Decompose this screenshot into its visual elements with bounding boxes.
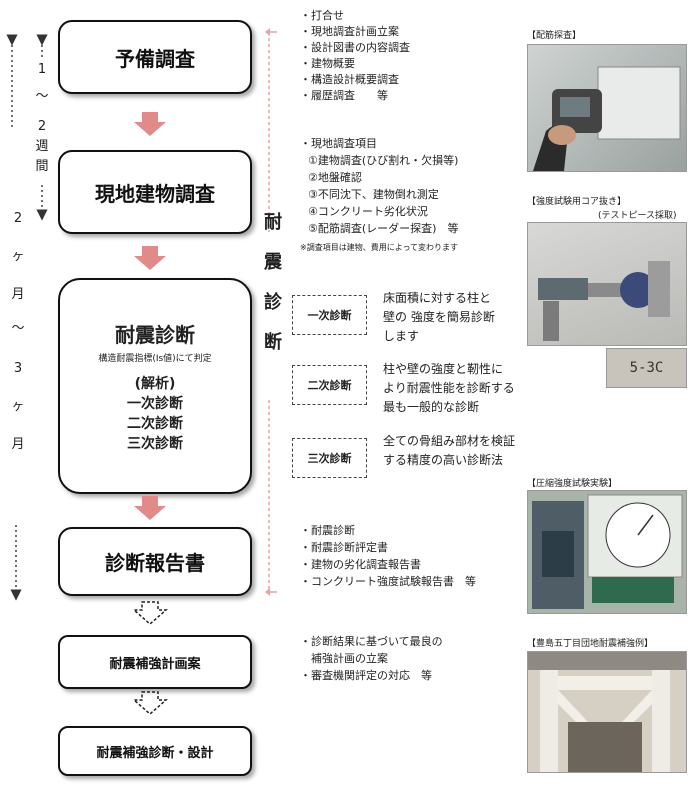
flow-arrow-dashed xyxy=(132,601,168,625)
flow-arrow xyxy=(134,112,166,136)
list-item: ・設計図書の内容調査 xyxy=(300,41,410,54)
list-item: ④コンクリート劣化状況 xyxy=(308,205,428,218)
level-1-description: 床面積に対する柱と 壁の 強度を簡易診断 します xyxy=(383,289,495,346)
timeline-char: 週 xyxy=(35,139,49,154)
photo-label: 【強度試験用コア抜き】 xyxy=(527,197,627,207)
diagnosis-level-1: 一次診断 xyxy=(127,395,183,412)
timeline-char: 間 xyxy=(35,159,49,174)
plan-list: ・診断結果に基づいて最良の 補強計画の立案 ・審査機関評定の対応 等 xyxy=(300,633,443,684)
step-seismic-diagnosis: 耐震診断 構造耐震指標(Is値)にて判定 (解析) 一次診断 二次診断 三次診断 xyxy=(58,278,252,494)
retrofit-example-photo xyxy=(527,651,687,773)
photo-sublabel: (テストピース採取) xyxy=(598,211,677,221)
flow-arrow-dashed xyxy=(132,691,168,715)
desc-line: 最も一般的な診断 xyxy=(383,400,480,414)
prelim-task-list: ・打合せ ・現地調査計画立案 ・設計図書の内容調査 ・建物概要 ・構造設計概要調… xyxy=(300,8,410,104)
flow-arrow xyxy=(134,246,166,270)
desc-line: 床面積に対する柱と xyxy=(383,291,492,305)
list-item: ・コンクリート強度試験報告書 等 xyxy=(300,575,476,588)
level-name: 三次診断 xyxy=(307,452,352,465)
timeline-char: 〜 xyxy=(35,89,49,104)
photo-label: 【豊島五丁目団地耐震補強例】 xyxy=(527,639,654,649)
level-name: 二次診断 xyxy=(307,379,352,392)
rebar-scan-photo xyxy=(527,44,687,172)
step-label: 診断報告書 xyxy=(105,551,205,575)
diagnosis-level-3: 三次診断 xyxy=(127,435,183,452)
photo-label: 【配筋探査】 xyxy=(527,31,582,41)
level-3-box: 三次診断 xyxy=(292,438,367,478)
list-item: ・履歴調査 等 xyxy=(300,89,388,102)
step-label: 現地建物調査 xyxy=(95,181,215,206)
list-item: ・建物概要 xyxy=(300,57,355,70)
step-label: 耐震補強計画案 xyxy=(109,656,201,672)
retrofit-brace-illustration xyxy=(528,652,686,772)
site-survey-list: ・現地調査項目 ①建物調査(ひび割れ・欠損等) ②地盤確認 ③不同沈下、建物倒れ… xyxy=(300,135,458,237)
step-label: 予備調査 xyxy=(115,46,195,71)
desc-line: 全ての骨組み部材を検証 xyxy=(383,434,516,448)
desc-line: する精度の高い診断法 xyxy=(383,453,504,467)
step-retrofit-plan: 耐震補強計画案 xyxy=(58,635,252,689)
step-diagnosis-report: 診断報告書 xyxy=(58,527,252,596)
list-item: 補強計画の立案 xyxy=(300,652,388,665)
timeline-char: 2 xyxy=(37,119,47,134)
diagnosis-analysis: (解析) xyxy=(134,375,176,392)
list-item: ・現地調査計画立案 xyxy=(300,25,399,38)
site-survey-note: ※調査項目は建物、費用によって変わります xyxy=(300,243,459,252)
vertical-char: 断 xyxy=(264,332,282,353)
list-item: ③不同沈下、建物倒れ測定 xyxy=(308,188,439,201)
desc-line: します xyxy=(383,329,420,343)
diagnosis-title: 耐震診断 xyxy=(115,322,195,347)
connector-bracket xyxy=(265,28,277,596)
timeline-char: 1 xyxy=(37,62,47,77)
list-item: ・建物の劣化調査報告書 xyxy=(300,558,421,571)
rebar-scan-illustration xyxy=(533,66,681,171)
timeline-arrows xyxy=(6,34,48,601)
timeline-char: 月 xyxy=(11,437,25,452)
vertical-char: 耐 xyxy=(264,212,282,233)
desc-line: 柱や壁の強度と靭性に xyxy=(383,362,504,376)
step-retrofit-design: 耐震補強診断・設計 xyxy=(58,726,252,776)
list-item: ・耐震診断 xyxy=(300,524,355,537)
timeline-char: 3 xyxy=(13,361,23,376)
list-heading: ・現地調査項目 xyxy=(300,137,377,150)
diagnosis-subtitle: 構造耐震指標(Is値)にて判定 xyxy=(98,353,212,364)
level-2-description: 柱や壁の強度と靭性に より耐震性能を診断する 最も一般的な診断 xyxy=(383,360,515,417)
diagnosis-level-2: 二次診断 xyxy=(127,415,183,432)
timeline-char: ヶ xyxy=(11,249,25,264)
level-1-box: 一次診断 xyxy=(292,295,367,335)
list-item: ・審査機関評定の対応 等 xyxy=(300,669,432,682)
level-name: 一次診断 xyxy=(307,309,352,322)
desc-line: 壁の 強度を簡易診断 xyxy=(383,310,495,324)
report-list: ・耐震診断 ・耐震診断評定書 ・建物の劣化調査報告書 ・コンクリート強度試験報告… xyxy=(300,522,476,590)
timeline-char: 2 xyxy=(13,211,23,226)
list-item: ①建物調査(ひび割れ・欠損等) xyxy=(308,154,459,167)
flow-arrows xyxy=(132,112,168,715)
list-item: ・耐震診断評定書 xyxy=(300,541,388,554)
test-piece-label: 5-3C xyxy=(629,360,664,376)
list-item: ・打合せ xyxy=(300,9,344,22)
level-3-description: 全ての骨組み部材を検証 する精度の高い診断法 xyxy=(383,432,515,470)
list-item: ・診断結果に基づいて最良の xyxy=(300,635,443,648)
compression-test-illustration xyxy=(532,494,683,609)
step-label: 耐震補強診断・設計 xyxy=(96,745,214,761)
photo-label: 【圧縮強度試験実験】 xyxy=(527,479,618,489)
test-piece-photo: 5-3C xyxy=(606,348,687,388)
core-drill-illustration xyxy=(538,261,670,341)
step-prelim-survey: 予備調査 xyxy=(58,20,252,94)
vertical-char: 震 xyxy=(264,252,282,273)
timeline-char: 〜 xyxy=(11,321,25,336)
core-drilling-photo xyxy=(527,222,687,346)
flow-arrow xyxy=(134,496,166,520)
desc-line: より耐震性能を診断する xyxy=(383,381,515,395)
level-2-box: 二次診断 xyxy=(292,365,367,405)
step-site-survey: 現地建物調査 xyxy=(58,150,252,234)
list-item: ・構造設計概要調査 xyxy=(300,73,399,86)
compression-test-photo xyxy=(527,490,687,614)
timeline-char: 月 xyxy=(11,287,25,302)
list-item: ②地盤確認 xyxy=(308,171,362,184)
vertical-char: 診 xyxy=(264,292,282,313)
timeline-char: ヶ xyxy=(11,399,25,414)
list-item: ⑤配筋調査(レーダー探査) 等 xyxy=(308,222,459,235)
